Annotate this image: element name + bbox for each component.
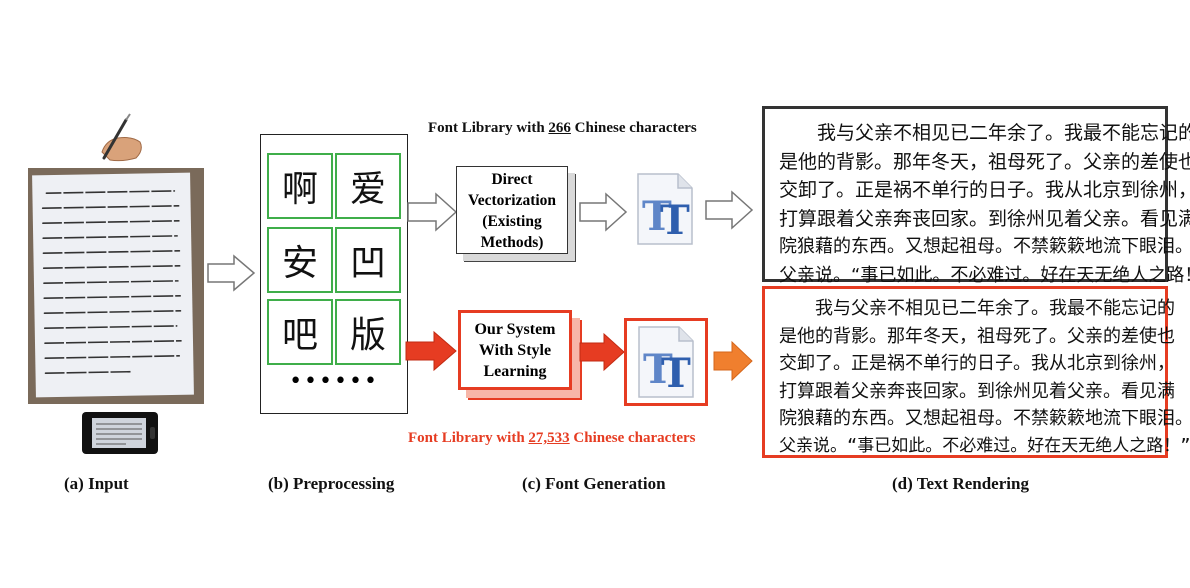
stage-label-text-rendering: (d) Text Rendering (892, 474, 1029, 493)
render-output-existing: 我与父亲不相见已二年余了。我最不能忘记的 是他的背影。那年冬天，祖母死了。父亲的… (762, 106, 1190, 286)
render-line: 父亲说。“事已如此。不必难过。好在天无绝人之路！” (779, 435, 1190, 456)
render-line: 是他的背影。那年冬天，祖母死了。父亲的差使也 (779, 150, 1190, 173)
svg-text:T: T (660, 197, 690, 244)
preprocessing-panel: 啊 爱 安 凹 吧 版 •••••• (260, 134, 408, 414)
top-library-caption: Font Library with 266 Chinese characters (428, 120, 697, 136)
handwriting-lines (41, 182, 182, 380)
char-cell-2: 爱 (335, 153, 401, 219)
stage-label-font-generation: (c) Font Generation (522, 474, 666, 493)
ttf-output-frame: T T (624, 318, 708, 406)
arrow-preprocessing-to-direct (407, 192, 458, 232)
render-line: 交卸了。正是祸不单行的日子。我从北京到徐州， (779, 179, 1190, 201)
char-cell-4: 凹 (335, 227, 401, 293)
char-cell-5: 吧 (267, 299, 333, 365)
handwritten-sample-photo (28, 168, 204, 404)
bottom-library-caption: Font Library with 27,533 Chinese charact… (408, 430, 696, 446)
ellipsis-dots: •••••• (289, 369, 379, 394)
svg-text:T: T (643, 346, 673, 393)
stage-label-preprocessing: (b) Preprocessing (268, 474, 395, 493)
render-line: 院狼藉的东西。又想起祖母。不禁簌簌地流下眼泪。 (779, 236, 1190, 257)
svg-text:T: T (642, 193, 672, 240)
render-line: 院狼藉的东西。又想起祖母。不禁簌簌地流下眼泪。 (779, 408, 1190, 429)
char-cell-3: 安 (267, 227, 333, 293)
direct-vectorization-box: Direct Vectorization (Existing Methods) (456, 166, 568, 254)
svg-text:T: T (661, 350, 691, 397)
arrow-system-to-ttf (579, 332, 625, 372)
render-line: 打算跟着父亲奔丧回家。到徐州见着父亲。看见满 (779, 380, 1175, 402)
char-cell-6: 版 (335, 299, 401, 365)
ttf-font-icon-generated: T T (637, 325, 695, 399)
arrow-ttf-to-render-top (705, 190, 754, 230)
bottom-library-count: 27,533 (528, 430, 570, 446)
render-line: 是他的背影。那年冬天，祖母死了。父亲的差使也 (779, 325, 1175, 347)
input-hand-pen-icon (92, 112, 146, 166)
render-line: 我与父亲不相见已二年余了。我最不能忘记的 (779, 298, 1175, 319)
arrow-input-to-preprocessing (207, 254, 256, 292)
render-line: 打算跟着父亲奔丧回家。到徐州见着父亲。看见满 (779, 207, 1190, 230)
render-line: 交卸了。正是祸不单行的日子。我从北京到徐州， (779, 353, 1175, 374)
our-system-box: Our System With Style Learning (458, 310, 572, 390)
stage-label-input: (a) Input (64, 474, 129, 493)
render-line: 我与父亲不相见已二年余了。我最不能忘记的 (779, 122, 1190, 144)
top-library-count: 266 (548, 120, 571, 136)
render-output-ours: 我与父亲不相见已二年余了。我最不能忘记的 是他的背影。那年冬天，祖母死了。父亲的… (762, 286, 1190, 458)
arrow-ttf-to-render-bottom (713, 340, 753, 382)
char-cell-1: 啊 (267, 153, 333, 219)
arrow-direct-to-ttf (579, 192, 628, 232)
ttf-font-icon: T T (636, 172, 694, 246)
phone-icon (82, 412, 158, 454)
render-line: 父亲说。“事已如此。不必难过。好在天无绝人之路！” (779, 264, 1190, 286)
arrow-preprocessing-to-system (405, 330, 457, 372)
